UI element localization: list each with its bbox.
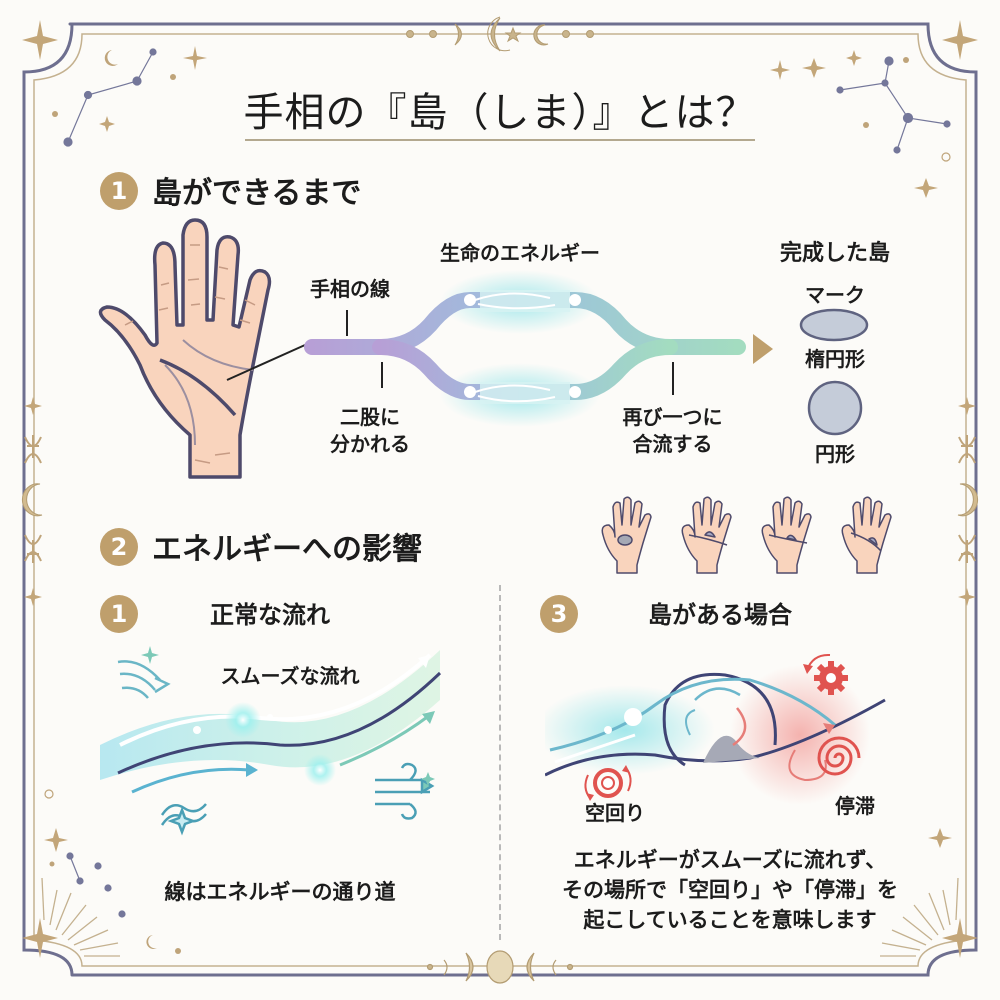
sunburst-bottom-left (41, 877, 120, 957)
sparkle-wave-icon (160, 803, 207, 836)
merge-label-line2: 合流する (632, 432, 713, 456)
title-divider (245, 139, 755, 141)
caption-line-2: その場所で「空回り」や「停滞」を (562, 877, 898, 902)
hand-example-3 (761, 496, 812, 574)
spiral-stagnation-icon (817, 736, 861, 776)
hand-example-2 (681, 496, 732, 574)
side-moon-symbols (24, 435, 976, 563)
constellation-icons (63, 48, 951, 918)
idle-spin-label: 空回り (585, 801, 645, 825)
wind-arrow-icon (375, 762, 435, 820)
ellipse-island-icon (799, 308, 869, 342)
smooth-flow-label: スムーズな流れ (220, 664, 360, 688)
section-2-badge: 2 (100, 528, 138, 566)
moon-phases-bottom-icon (426, 950, 574, 984)
moon-phases-top-icon (406, 16, 594, 52)
sparkle-icons (22, 20, 978, 958)
normal-flow-heading: 正常な流れ (210, 601, 330, 629)
island-formation-diagram (304, 270, 746, 427)
stagnation-label: 停滞 (835, 794, 875, 818)
merge-label-line1: 再び一つに (622, 405, 723, 429)
sunburst-bottom-right (880, 877, 959, 957)
panel-1-badge: 1 (100, 595, 138, 633)
island-case-heading: 島がある場合 (648, 601, 792, 629)
normal-flow-illustration (100, 646, 442, 836)
completed-island-heading: 完成した島 (779, 241, 890, 266)
island-case-caption: エネルギーがスムーズに流れず、 その場所で「空回り」や「停滞」を 起こしているこ… (520, 846, 940, 935)
palm-line-label: 手相の線 (310, 277, 390, 301)
split-label-line1: 二股に (340, 405, 400, 429)
section-1-heading: 島ができるまで (152, 176, 362, 211)
circle-island-icon (807, 380, 863, 436)
section-1-badge: 1 (100, 172, 138, 210)
caption-line-1: エネルギーがスムーズに流れず、 (573, 848, 887, 872)
split-label-line2: 分かれる (330, 432, 410, 456)
normal-flow-caption: 線はエネルギーの通り道 (164, 880, 396, 904)
gear-icon (814, 661, 848, 695)
section-2-heading: エネルギーへの影響 (152, 532, 422, 567)
life-energy-label: 生命のエネルギー (440, 241, 600, 265)
page-title: 手相の『島（しま）』とは？ (243, 90, 757, 136)
spinning-vortex-icon (584, 765, 632, 801)
hand-palm-illustration (98, 218, 272, 479)
hand-examples-row (601, 496, 892, 574)
caption-line-3: 起こしていることを意味します (583, 907, 877, 932)
pointer-line (226, 344, 306, 381)
panel-3-badge: 3 (540, 595, 578, 633)
hand-example-1 (601, 496, 652, 574)
hand-example-4 (841, 496, 892, 574)
circle-shape-label: 円形 (815, 442, 855, 466)
panel-divider (499, 585, 501, 940)
wind-swirl-icon (117, 660, 171, 699)
mark-label: マーク (805, 283, 865, 307)
ellipse-shape-label: 楕円形 (805, 347, 865, 371)
island-disruption-illustration (545, 653, 886, 805)
arrow-right-icon (753, 334, 773, 364)
